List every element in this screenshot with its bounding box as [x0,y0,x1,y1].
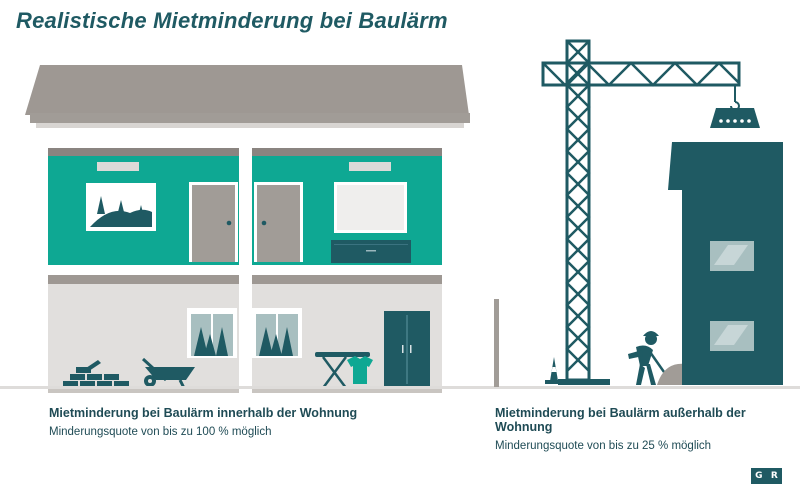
window-icon [187,308,237,358]
illustration [0,39,800,393]
ground-line [0,386,800,389]
caption-inside-heading: Mietminderung bei Baulärm innerhalb der … [49,406,358,420]
door-icon [254,182,303,262]
fence-post [494,299,499,387]
wheelbarrow-icon [141,357,195,389]
caption-inside-text: Minderungsquote von bis zu 100 % möglich [49,426,272,438]
caption-outside: Mietminderung bei Baulärm außerhalb der … [495,406,800,452]
crane-icon [541,39,760,382]
caption-inside: Mietminderung bei Baulärm innerhalb der … [49,406,357,438]
vent-icon [349,162,391,171]
caption-outside-heading: Mietminderung bei Baulärm außerhalb der … [495,406,746,434]
landscape-picture-icon [86,183,156,231]
vent-icon [97,162,139,171]
sideboard-icon [331,240,411,263]
logo-letter-left: G [755,471,763,481]
apartment-block-icon [668,142,783,385]
house-illustration [25,65,470,393]
door-icon [189,182,238,262]
shirt-icon [347,356,373,384]
crane-base [558,379,610,385]
wardrobe-icon [384,311,430,388]
logo-letter-right: R [770,471,778,481]
logo: G R [751,468,782,484]
centre-wall [239,140,252,393]
caption-outside-text: Minderungsquote von bis zu 25 % möglich [495,440,712,452]
bricks-icon [63,360,129,387]
house-roof-edge [30,113,470,123]
whiteboard-icon [334,182,407,233]
house-roof [25,65,469,115]
page-title: Realistische Mietminderung bei Baulärm [16,8,448,33]
construction-worker-icon [628,331,666,385]
ironing-board-icon [315,352,373,389]
traffic-cone-icon [545,357,563,384]
window-icon [252,308,302,358]
